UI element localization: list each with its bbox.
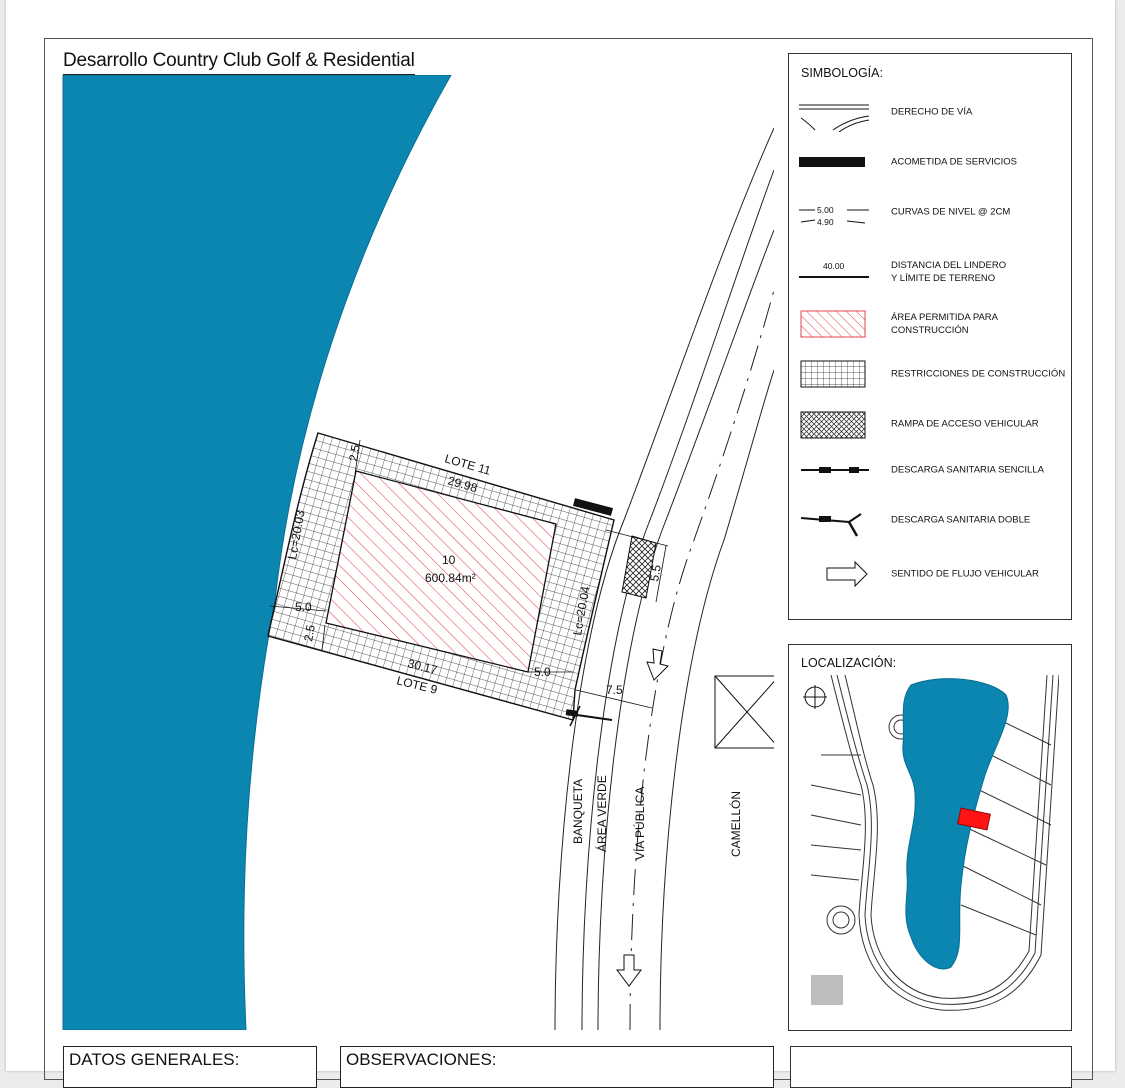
legend-item-contour-lines: 5.00 4.90 CURVAS DE NIVEL @ 2CM: [789, 192, 1071, 232]
general-data-box: DATOS GENERALES:: [63, 1046, 317, 1088]
right-of-way-icon: [799, 104, 870, 132]
service-connection: [572, 498, 614, 516]
legend-label: ACOMETIDA DE SERVICIOS: [891, 156, 1017, 168]
legend-item-traffic-flow: SENTIDO DE FLUJO VEHICULAR: [789, 554, 1071, 594]
setback-bottom-left-label: 2.5: [301, 623, 318, 642]
legend-label: ÁREA PERMITIDA PARA CONSTRUCCIÓN: [891, 312, 998, 336]
via-publica-label: VÍA PÚBLICA: [632, 787, 647, 860]
road-centerline: [629, 289, 774, 1030]
site-plan: LOTE 11 29.98 10 600.84m² Lc=20.03 Lc=20…: [62, 75, 774, 1030]
legend-label: DESCARGA SANITARIA SENCILLA: [891, 464, 1044, 476]
legend-label: SENTIDO DE FLUJO VEHICULAR: [891, 568, 1039, 580]
document-title: Desarrollo Country Club Golf & Residenti…: [63, 50, 415, 75]
dimension-lines: [269, 439, 669, 709]
double-drain-icon: [800, 513, 862, 537]
contour-lines-icon: 5.00 4.90: [799, 205, 869, 227]
north-arrow-icon: [803, 685, 827, 709]
legend-item-double-drain: DESCARGA SANITARIA DOBLE: [789, 500, 1071, 540]
single-drain-icon: [801, 467, 869, 473]
legend-item-single-drain: DESCARGA SANITARIA SENCILLA: [789, 450, 1071, 490]
legend-label: DERECHO DE VÍA: [891, 106, 973, 118]
location-roads: [810, 675, 1059, 1011]
legend-label: CURVAS DE NIVEL @ 2CM: [891, 206, 1011, 218]
lot-number-label: 10: [442, 553, 456, 567]
legend-label: DISTANCIA DEL LINDERO Y LÍMITE DE TERREN…: [891, 260, 1007, 284]
contour-value-a: 5.00: [817, 205, 834, 215]
traffic-arrow-icon: [826, 560, 868, 588]
legend-item-allowed-area: ÁREA PERMITIDA PARA CONSTRUCCIÓN: [789, 304, 1071, 344]
banqueta-label: BANQUETA: [571, 779, 585, 844]
location-panel: LOCALIZACIÓN:: [788, 644, 1072, 1031]
location-title: LOCALIZACIÓN:: [801, 656, 897, 670]
legend-label: DESCARGA SANITARIA DOBLE: [891, 514, 1031, 526]
lot-area-label: 600.84m²: [425, 571, 476, 585]
legend-item-right-of-way: DERECHO DE VÍA: [789, 92, 1071, 132]
median-marker: [714, 675, 774, 749]
location-lake: [902, 678, 1009, 970]
contour-value-b: 4.90: [817, 217, 834, 227]
general-data-title: DATOS GENERALES:: [69, 1050, 240, 1069]
location-map: [801, 675, 1059, 1020]
area-verde-label: ÁREA VERDE: [594, 775, 609, 852]
location-highlight-lot: [957, 807, 991, 831]
allowed-area-icon: [800, 310, 866, 338]
legend-item-boundary-distance: 40.00 DISTANCIA DEL LINDERO Y LÍMITE DE …: [789, 252, 1071, 292]
ramp-dim-label: 5.5: [647, 563, 664, 582]
setback-top-label: 2.5: [346, 443, 363, 462]
boundary-distance-icon: 40.00: [799, 261, 869, 278]
legend-item-restrictions: RESTRICCIONES DE CONSTRUCCIÓN: [789, 354, 1071, 394]
camellon-label: CAMELLÓN: [728, 791, 743, 857]
sanitary-discharge: [565, 705, 613, 727]
legend-item-ramp: RAMPA DE ACCESO VEHICULAR: [789, 404, 1071, 444]
legend-label: RAMPA DE ACCESO VEHICULAR: [891, 418, 1039, 430]
empty-info-box: [790, 1046, 1072, 1088]
observations-title: OBSERVACIONES:: [346, 1050, 497, 1069]
road-dim-label: 7.5: [606, 683, 623, 697]
traffic-arrow-icon: [616, 954, 642, 987]
road-lines: [554, 127, 774, 1030]
boundary-value: 40.00: [823, 261, 845, 271]
legend-item-service-connection: ACOMETIDA DE SERVICIOS: [789, 142, 1071, 182]
restrictions-grid-icon: [800, 360, 866, 388]
setback-left-label: 5.0: [295, 600, 312, 614]
traffic-arrow-icon: [646, 648, 669, 681]
service-connection-icon: [799, 157, 865, 167]
observations-box: OBSERVACIONES:: [340, 1046, 774, 1088]
legend-panel: SIMBOLOGÍA: DERECHO DE VÍA ACOMETIDA DE …: [788, 53, 1072, 620]
location-gray-area: [811, 975, 843, 1005]
legend-label: RESTRICCIONES DE CONSTRUCCIÓN: [891, 368, 1066, 380]
legend-title: SIMBOLOGÍA:: [801, 66, 883, 80]
traffic-arrows: [616, 648, 669, 987]
setback-right-label: 5.0: [534, 665, 551, 679]
lake-shape: [62, 75, 452, 1030]
ramp-crosshatch-icon: [800, 411, 866, 439]
